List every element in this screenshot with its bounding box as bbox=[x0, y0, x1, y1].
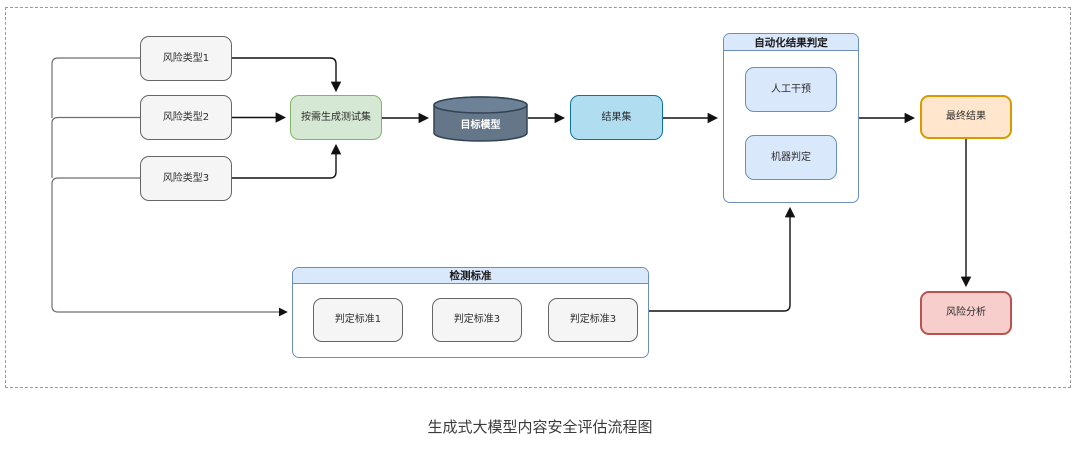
node-standard-2-label: 判定标准3 bbox=[453, 314, 501, 325]
node-machine-judgement-label: 机器判定 bbox=[771, 151, 811, 163]
group-auto-judgement-title: 自动化结果判定 bbox=[754, 36, 828, 49]
node-risk-type-2-label: 风险类型2 bbox=[162, 111, 210, 123]
node-manual-intervention: 人工干预 bbox=[745, 67, 837, 112]
diagram-dashed-border bbox=[5, 7, 1071, 388]
node-standard-1: 判定标准1 bbox=[313, 298, 403, 342]
group-detection-standards-title: 检测标准 bbox=[449, 270, 492, 282]
node-final-result-label: 最终结果 bbox=[946, 111, 986, 122]
node-risk-type-2: 风险类型2 bbox=[140, 95, 232, 140]
group-auto-judgement-header: 自动化结果判定 bbox=[724, 34, 858, 51]
node-machine-judgement: 机器判定 bbox=[745, 135, 837, 180]
node-result-set-label: 结果集 bbox=[601, 111, 632, 123]
node-risk-type-1-label: 风险类型1 bbox=[162, 52, 210, 64]
node-standard-2: 判定标准3 bbox=[432, 298, 522, 342]
node-target-model: 目标模型 bbox=[433, 96, 528, 142]
cylinder-shape bbox=[433, 96, 528, 142]
diagram-caption: 生成式大模型内容安全评估流程图 bbox=[427, 418, 653, 436]
node-standard-3-label: 判定标准3 bbox=[569, 314, 617, 325]
group-detection-standards-header: 检测标准 bbox=[293, 268, 648, 284]
node-final-result: 最终结果 bbox=[920, 95, 1012, 139]
node-risk-type-3: 风险类型3 bbox=[140, 156, 232, 201]
node-risk-type-3-label: 风险类型3 bbox=[162, 172, 210, 184]
node-standard-1-label: 判定标准1 bbox=[334, 314, 382, 325]
node-generate-testset-label: 按需生成测试集 bbox=[301, 111, 371, 123]
node-manual-intervention-label: 人工干预 bbox=[771, 83, 811, 95]
node-target-model-label: 目标模型 bbox=[460, 120, 501, 131]
node-risk-type-1: 风险类型1 bbox=[140, 36, 232, 81]
node-standard-3: 判定标准3 bbox=[548, 298, 638, 342]
node-generate-testset: 按需生成测试集 bbox=[290, 95, 382, 140]
node-result-set: 结果集 bbox=[570, 95, 663, 140]
node-risk-analysis: 风险分析 bbox=[920, 291, 1012, 335]
group-auto-judgement: 自动化结果判定 bbox=[723, 33, 859, 203]
node-risk-analysis-label: 风险分析 bbox=[946, 307, 986, 318]
